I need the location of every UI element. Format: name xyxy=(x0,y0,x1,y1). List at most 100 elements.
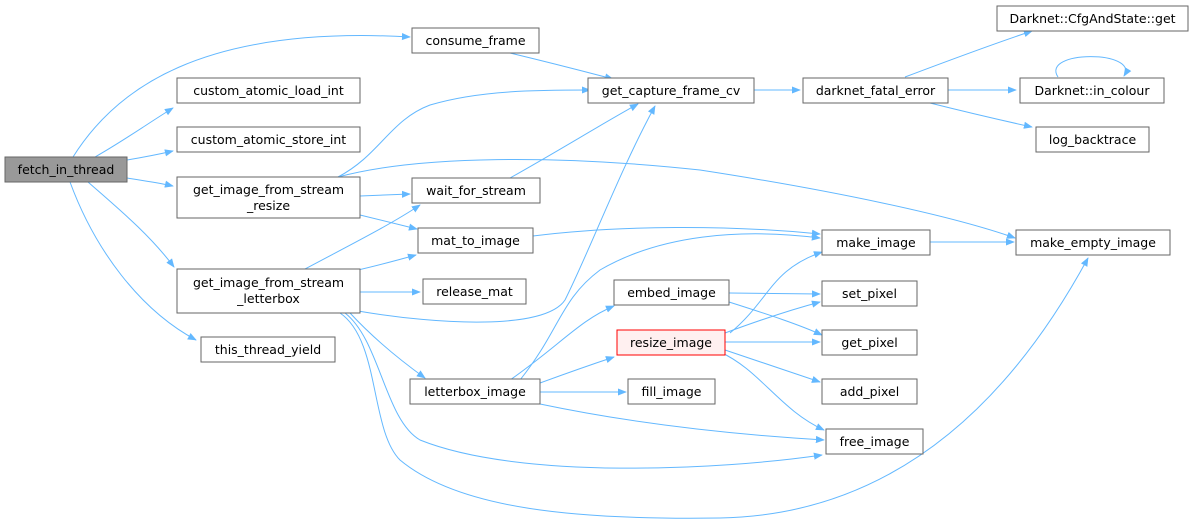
node-fill-image[interactable]: fill_image xyxy=(627,378,716,405)
edge-resize-stream-wait xyxy=(359,190,411,198)
node-make-image[interactable]: make_image xyxy=(821,229,931,256)
node-label-line2: _resize xyxy=(246,198,290,213)
node-box xyxy=(825,428,924,455)
edge-mat-make xyxy=(532,226,821,237)
edge-letterbox-stream-mat xyxy=(357,253,417,271)
edge-resize-image-set-pixel xyxy=(724,300,821,334)
edges xyxy=(69,30,1132,519)
node-label: fill_image xyxy=(641,384,701,399)
node-consume-frame[interactable]: consume_frame xyxy=(411,27,540,54)
edge-letterbox-image-free xyxy=(539,403,825,444)
edge-letterbox-image-make xyxy=(519,233,821,381)
edge-resize-stream-capture xyxy=(337,86,591,178)
node-label: Darknet::in_colour xyxy=(1035,83,1151,98)
node-box xyxy=(176,126,361,153)
node-label: consume_frame xyxy=(425,33,525,48)
node-label: wait_for_stream xyxy=(426,183,526,198)
node-get-capture-frame-cv[interactable]: get_capture_frame_cv xyxy=(587,77,755,104)
edge-letterbox-stream-letterbox-image xyxy=(349,312,426,379)
node-label: mat_to_image xyxy=(431,233,520,248)
edge-resize-stream-mat xyxy=(359,214,418,231)
node-resize-image[interactable]: resize_image xyxy=(616,329,726,356)
node-wait-for-stream[interactable]: wait_for_stream xyxy=(411,177,541,204)
node-get-image-from-stream-letterbox[interactable]: get_image_from_stream _letterbox xyxy=(176,268,361,314)
node-box xyxy=(616,329,726,356)
edge-fatal-backtrace xyxy=(929,102,1033,129)
node-label: custom_atomic_store_int xyxy=(191,132,347,147)
node-label: resize_image xyxy=(630,335,712,350)
edge-fetch-yield xyxy=(69,181,197,341)
edge-consume-capture xyxy=(509,52,614,81)
node-box xyxy=(411,177,541,204)
node-box xyxy=(4,156,128,183)
node-label: free_image xyxy=(840,434,910,449)
node-box xyxy=(587,77,755,104)
node-darknet-fatal-error[interactable]: darknet_fatal_error xyxy=(802,77,949,104)
node-get-image-from-stream-resize[interactable]: get_image_from_stream _resize xyxy=(176,176,361,219)
edge-fetch-resize-stream xyxy=(126,177,174,188)
node-label: release_mat xyxy=(436,284,513,299)
node-box xyxy=(176,77,361,104)
node-label: Darknet::CfgAndState::get xyxy=(1009,11,1175,26)
node-label: custom_atomic_load_int xyxy=(193,83,344,98)
node-darknet-in-colour[interactable]: Darknet::in_colour xyxy=(1019,77,1165,104)
edge-resize-stream-make-empty xyxy=(337,159,1016,239)
node-label-line1: get_image_from_stream xyxy=(193,275,344,290)
edge-resize-image-free xyxy=(719,351,825,431)
node-custom-atomic-load-int[interactable]: custom_atomic_load_int xyxy=(176,77,361,104)
edge-fatal-cfg xyxy=(904,30,1033,78)
node-label: make_empty_image xyxy=(1030,235,1156,250)
node-label: embed_image xyxy=(627,285,716,300)
edge-letterbox-stream-capture xyxy=(357,105,656,323)
node-label: make_image xyxy=(836,235,916,250)
node-add-pixel[interactable]: add_pixel xyxy=(821,378,918,405)
node-label: this_thread_yield xyxy=(215,342,321,357)
node-fetch-in-thread[interactable]: fetch_in_thread xyxy=(4,156,128,183)
node-box xyxy=(821,378,918,405)
node-box xyxy=(613,279,730,306)
edge-fetch-letterbox-stream xyxy=(87,181,175,268)
edge-fetch-load-int xyxy=(94,107,174,158)
node-release-mat[interactable]: release_mat xyxy=(422,278,527,305)
node-label: get_capture_frame_cv xyxy=(602,83,741,98)
node-box xyxy=(996,5,1189,32)
node-box xyxy=(1019,77,1165,104)
node-box xyxy=(176,268,361,314)
node-free-image[interactable]: free_image xyxy=(825,428,924,455)
node-box xyxy=(821,280,918,307)
node-this-thread-yield[interactable]: this_thread_yield xyxy=(200,336,336,363)
edge-letterbox-image-resize xyxy=(539,356,615,384)
node-label: add_pixel xyxy=(840,384,899,399)
edge-letterbox-image-embed xyxy=(509,305,615,381)
node-box xyxy=(627,378,716,405)
edge-letterbox-stream-make-empty xyxy=(339,257,1089,519)
node-label: log_backtrace xyxy=(1049,132,1137,147)
nodes: fetch_in_thread consume_frame custom_ato… xyxy=(4,5,1189,455)
node-box xyxy=(821,329,918,356)
node-custom-atomic-store-int[interactable]: custom_atomic_store_int xyxy=(176,126,361,153)
node-box xyxy=(411,27,540,54)
edge-letterbox-stream-wait xyxy=(304,204,421,270)
node-embed-image[interactable]: embed_image xyxy=(613,279,730,306)
node-box xyxy=(200,336,336,363)
node-make-empty-image[interactable]: make_empty_image xyxy=(1015,229,1171,256)
node-darknet-cfgandstate-get[interactable]: Darknet::CfgAndState::get xyxy=(996,5,1189,32)
node-label: set_pixel xyxy=(842,286,897,301)
node-box xyxy=(409,378,541,405)
node-box xyxy=(422,278,527,305)
node-box xyxy=(417,227,534,254)
node-label-line1: get_image_from_stream xyxy=(193,182,344,197)
node-set-pixel[interactable]: set_pixel xyxy=(821,280,918,307)
edge-fetch-consume xyxy=(72,32,411,158)
node-letterbox-image[interactable]: letterbox_image xyxy=(409,378,541,405)
edge-embed-set-pixel xyxy=(728,290,821,298)
edge-colour-self xyxy=(1055,56,1132,78)
node-log-backtrace[interactable]: log_backtrace xyxy=(1035,126,1150,153)
node-mat-to-image[interactable]: mat_to_image xyxy=(417,227,534,254)
node-box xyxy=(821,229,931,256)
node-get-pixel[interactable]: get_pixel xyxy=(821,329,918,356)
node-box xyxy=(1015,229,1171,256)
node-box xyxy=(1035,126,1150,153)
node-label: darknet_fatal_error xyxy=(816,83,936,98)
